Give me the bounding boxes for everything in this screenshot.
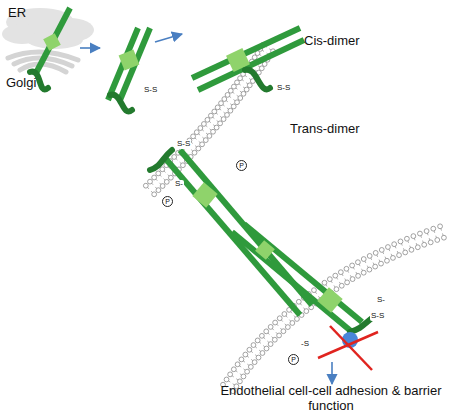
bond-label: S-S xyxy=(370,312,385,321)
phospho-mark: P xyxy=(236,160,247,171)
organelle-label: Golgi xyxy=(6,76,36,90)
transmembrane-domain xyxy=(119,50,140,71)
cytoplasmic-tail xyxy=(350,318,372,332)
state-label: Cis-dimer xyxy=(304,34,360,48)
flow-arrow xyxy=(155,34,182,42)
phospho-mark: P xyxy=(288,354,299,365)
inhibition-cross xyxy=(330,326,372,370)
bond-label: S-S xyxy=(176,140,191,149)
cytoplasmic-tail xyxy=(110,95,132,112)
bond-label: S- xyxy=(174,180,184,189)
cytoplasmic-tail xyxy=(150,150,172,170)
organelle-label: ER xyxy=(8,6,26,20)
cadherin-rod xyxy=(232,232,352,332)
membrane-bilayer xyxy=(221,224,447,394)
transmembrane-domain xyxy=(43,33,61,51)
transmembrane-domain xyxy=(192,182,217,207)
bond-label: S- xyxy=(376,296,386,305)
cytoplasmic-tail xyxy=(245,70,270,90)
cadherin-rod xyxy=(244,224,362,322)
transmembrane-domain xyxy=(317,287,342,312)
bond-label: S-S xyxy=(276,84,291,93)
phospho-mark: P xyxy=(162,196,173,207)
cadherin-rod xyxy=(198,40,304,90)
flow-arrow xyxy=(80,47,100,49)
cadherin-rod xyxy=(35,8,70,75)
cadherin-rod xyxy=(165,158,300,315)
transmembrane-domain xyxy=(255,240,275,260)
flow-arrow xyxy=(331,362,333,384)
state-label: Trans-dimer xyxy=(290,122,360,136)
outcome-text: Endothelial cell-cell adhesion & barrier… xyxy=(220,384,442,413)
bond-label: -S xyxy=(300,340,310,349)
bond-label: S-S xyxy=(143,86,158,95)
